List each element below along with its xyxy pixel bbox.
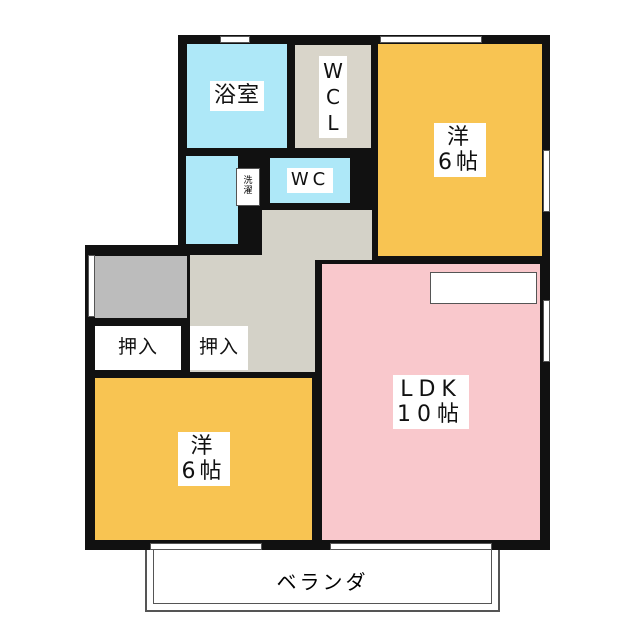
ldk-label: LDK 10帖	[393, 374, 469, 430]
window	[543, 150, 550, 212]
window	[88, 255, 95, 317]
window	[330, 543, 492, 550]
wc-label: WC	[286, 168, 334, 193]
western-room-bottom: 洋 6帖	[95, 378, 312, 540]
bathroom-label: 浴室	[209, 81, 264, 111]
western-room-top: 洋 6帖	[378, 44, 542, 256]
laundry-space: 洗 濯	[236, 168, 260, 206]
toilet: WC	[270, 158, 350, 203]
window	[150, 543, 262, 550]
western-top-label: 洋 6帖	[434, 122, 486, 178]
window	[380, 36, 482, 43]
balcony-label: ベランダ	[276, 569, 369, 594]
balcony: ベランダ	[145, 550, 500, 612]
wcl-label: W C L	[319, 55, 347, 138]
hallway-upper	[262, 210, 372, 260]
kitchen-counter	[430, 272, 537, 304]
western-bottom-label: 洋 6帖	[177, 431, 230, 487]
ldk: LDK 10帖	[322, 264, 540, 540]
window	[543, 300, 550, 362]
window	[220, 36, 250, 43]
storage-left	[95, 256, 187, 318]
washroom	[186, 156, 238, 244]
closet-right-label: 押入	[194, 335, 243, 361]
closet-left-label: 押入	[113, 335, 162, 361]
bathroom: 浴室	[187, 44, 287, 148]
closet-left: 押入	[95, 326, 181, 370]
laundry-label: 洗 濯	[243, 176, 253, 196]
closet-right: 押入	[190, 326, 248, 370]
walk-in-closet: W C L	[295, 45, 371, 148]
